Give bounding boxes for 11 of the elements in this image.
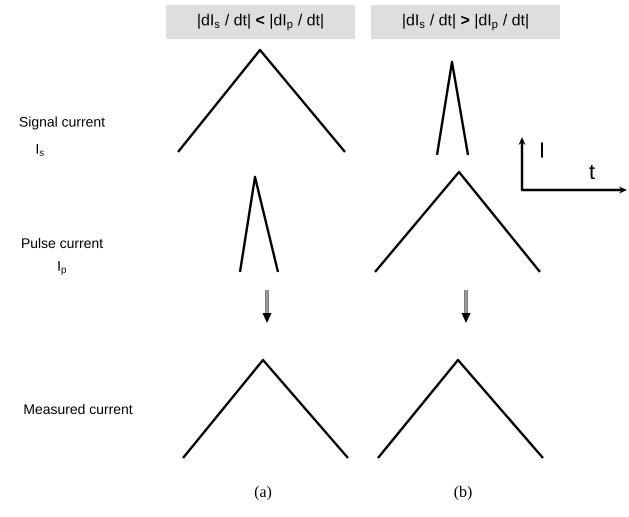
axis-label: t	[589, 164, 595, 180]
axis-label: I	[540, 142, 544, 158]
symbol-label: I$_{p}$	[58, 261, 66, 275]
header-box: |dI$_{s}$ / dt| < |dI$_{p}$ / dt|	[166, 5, 355, 39]
panel-label: (b)	[454, 486, 472, 500]
row-label: Pulse current	[22, 238, 103, 248]
header-box: |dI$_{s}$ / dt| > |dI$_{p}$ / dt|	[371, 5, 560, 39]
symbol-label: I$_{s}$	[36, 144, 44, 156]
panel-label: (a)	[254, 486, 272, 500]
row-label: Signal current	[20, 116, 105, 130]
row-label: Measured current	[24, 404, 133, 414]
